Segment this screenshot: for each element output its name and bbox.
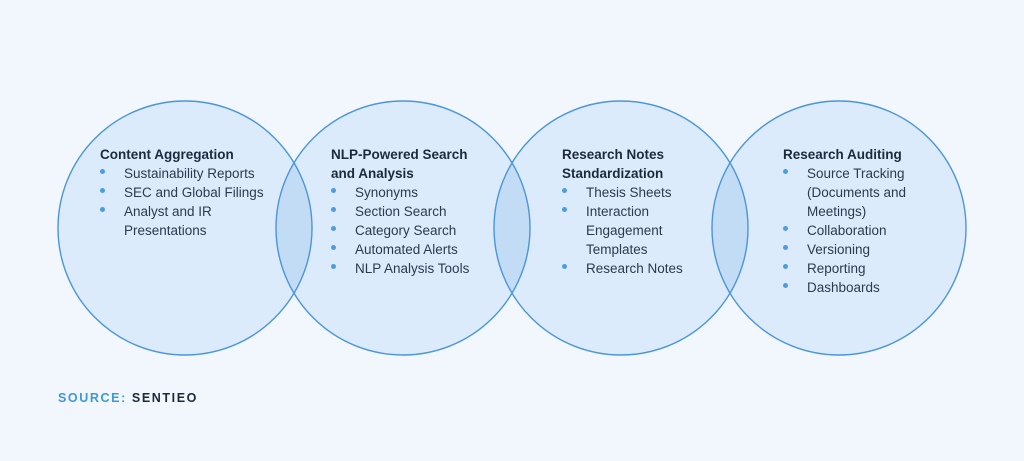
item-label: Thesis Sheets: [586, 185, 672, 200]
list-item: Category Search: [331, 221, 481, 240]
circle-title: NLP-Powered Search and Analysis: [331, 147, 468, 181]
list-item: NLP Analysis Tools: [331, 259, 481, 278]
circle-title: Content Aggregation: [100, 147, 234, 162]
list-item: Analyst and IR Presentations: [100, 202, 236, 240]
bullet-icon: [783, 226, 788, 231]
item-label: Dashboards: [807, 280, 880, 295]
item-label: Versioning: [807, 242, 871, 257]
list-item: Research Notes: [562, 259, 702, 278]
item-label: SEC and Global Filings: [124, 185, 264, 200]
item-label: Reporting: [807, 261, 866, 276]
item-label: Sustainability Reports: [124, 166, 255, 181]
item-label: Research Notes: [586, 261, 683, 276]
circle-3-content: Research Notes Standardization Thesis Sh…: [562, 145, 702, 278]
item-label: Category Search: [355, 223, 457, 238]
circle-4-content: Research Auditing Source Tracking (Docum…: [783, 145, 923, 297]
item-label: Collaboration: [807, 223, 887, 238]
item-label: Interaction Engagement Templates: [586, 204, 663, 257]
source-value: SENTIEO: [131, 391, 198, 405]
circle-item-list: Thesis Sheets Interaction Engagement Tem…: [562, 183, 702, 278]
list-item: Source Tracking (Documents and Meetings): [783, 164, 911, 221]
list-item: Section Search: [331, 202, 481, 221]
list-item: Sustainability Reports: [100, 164, 275, 183]
item-label: Synonyms: [355, 185, 419, 200]
bullet-icon: [331, 188, 336, 193]
bullet-icon: [100, 169, 105, 174]
source-credit: SOURCE: SENTIEO: [58, 391, 198, 405]
circle-content-aggregation: [58, 101, 312, 355]
source-label: SOURCE:: [58, 391, 127, 405]
circle-outline-4: [711, 100, 967, 356]
list-item: Automated Alerts: [331, 240, 481, 259]
circle-item-list: Sustainability Reports SEC and Global Fi…: [100, 164, 275, 240]
bullet-icon: [783, 169, 788, 174]
circle-outline-1: [57, 100, 313, 356]
circle-research-notes: [494, 101, 748, 355]
circle-research-auditing: [712, 101, 966, 355]
circle-2-content: NLP-Powered Search and Analysis Synonyms…: [331, 145, 481, 278]
circle-nlp-search: [276, 101, 530, 355]
bullet-icon: [562, 264, 567, 269]
circle-outline-2: [275, 100, 531, 356]
list-item: Collaboration: [783, 221, 923, 240]
item-label: NLP Analysis Tools: [355, 261, 470, 276]
bullet-icon: [783, 264, 788, 269]
circle-title: Research Notes Standardization: [562, 147, 665, 181]
list-item: Synonyms: [331, 183, 481, 202]
circle-item-list: Source Tracking (Documents and Meetings)…: [783, 164, 923, 297]
bullet-icon: [783, 283, 788, 288]
item-label: Automated Alerts: [355, 242, 458, 257]
bullet-icon: [100, 207, 105, 212]
bullet-icon: [331, 226, 336, 231]
bullet-icon: [562, 188, 567, 193]
bullet-icon: [331, 264, 336, 269]
circle-title: Research Auditing: [783, 147, 902, 162]
bullet-icon: [331, 207, 336, 212]
item-label: Source Tracking (Documents and Meetings): [807, 166, 907, 219]
list-item: Interaction Engagement Templates: [562, 202, 686, 259]
bullet-icon: [562, 207, 567, 212]
bullet-icon: [783, 245, 788, 250]
list-item: Versioning: [783, 240, 923, 259]
bullet-icon: [331, 245, 336, 250]
list-item: Dashboards: [783, 278, 923, 297]
circle-1-content: Content Aggregation Sustainability Repor…: [100, 145, 275, 240]
item-label: Analyst and IR Presentations: [124, 204, 212, 238]
bullet-icon: [100, 188, 105, 193]
list-item: SEC and Global Filings: [100, 183, 275, 202]
circle-outline-3: [493, 100, 749, 356]
list-item: Reporting: [783, 259, 923, 278]
circle-item-list: Synonyms Section Search Category Search …: [331, 183, 481, 278]
item-label: Section Search: [355, 204, 447, 219]
list-item: Thesis Sheets: [562, 183, 702, 202]
